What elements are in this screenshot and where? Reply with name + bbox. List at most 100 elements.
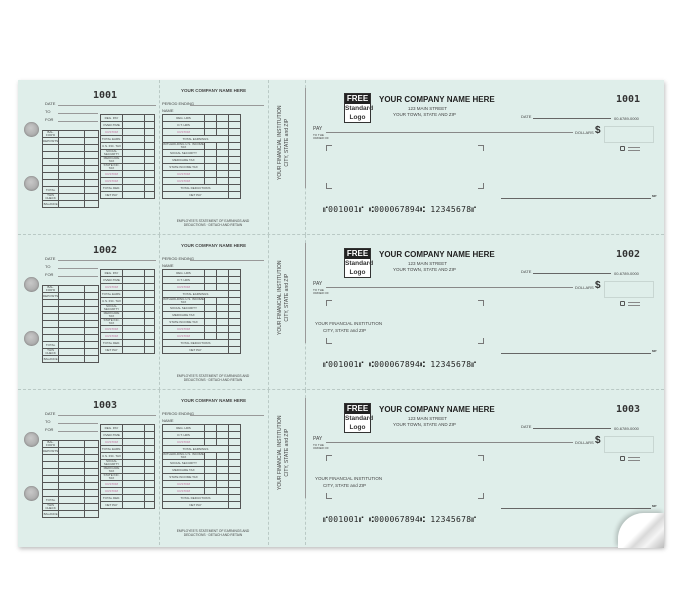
check-street: 123 MAIN STREET: [408, 416, 448, 421]
ledger-row: MEDICARE TAX: [100, 466, 155, 474]
ledger-row: CUSTOM: [100, 487, 155, 495]
earnings-cell: [216, 431, 229, 439]
stub-date-label: DATE: [45, 101, 56, 106]
balance-row: DEPOSITS: [41, 137, 100, 145]
to-order-label: TO THE ORDER OF: [313, 288, 329, 296]
address-window-bracket: [326, 183, 332, 189]
balance-cell: [58, 306, 86, 314]
ledger-label-text: TOTAL DED.: [102, 185, 121, 190]
balance-label: [41, 313, 60, 321]
address-window-bracket: [478, 338, 484, 344]
balance-cell: [84, 186, 100, 194]
earnings-cell: [228, 163, 241, 171]
balance-cell: [84, 503, 100, 511]
earnings-cell: [228, 424, 241, 432]
ledger-label-text: U.S. INC. TAX: [101, 298, 122, 303]
earnings-row: WITHHOLDING U.S. INCOME TAX: [162, 297, 241, 305]
earnings-label: REG. HRS: [162, 269, 205, 277]
balance-row: [41, 158, 100, 166]
stub-date-line: [58, 105, 156, 106]
stub-period-line: [190, 415, 264, 416]
ledger-cell: [144, 318, 155, 326]
balance-row: TOTAL: [41, 341, 100, 349]
page-curl: [618, 513, 664, 548]
balance-row: BAL. FOR'D: [41, 130, 100, 138]
stub-for-label: FOR: [45, 427, 54, 432]
earnings-cell: [228, 170, 241, 178]
bank-line1: YOUR FINANCIAL INSTITUTION: [277, 260, 283, 335]
earnings-label: MEDICARE TAX: [162, 311, 205, 319]
stub-to-line: [58, 113, 98, 114]
earnings-cell: [228, 149, 241, 157]
amount-box: [604, 126, 654, 143]
ledger-label-text: TOTAL DED.: [102, 495, 121, 500]
logo-standard: Standard: [345, 105, 374, 112]
earnings-cell: [216, 121, 229, 129]
earnings-cell: [216, 318, 229, 326]
check-number: 1003: [616, 404, 641, 415]
earnings-label: CUSTOM: [162, 438, 205, 446]
earnings-cell: [228, 283, 241, 291]
balance-cell: [84, 292, 100, 300]
ledger-row: REG. PAY: [100, 114, 155, 122]
balance-cell: [58, 355, 86, 363]
earnings-row: CUSTOM: [162, 177, 241, 185]
check-date-line: [533, 118, 611, 119]
earnings-cell: [216, 297, 229, 305]
balance-label-text: BAL. FOR'D: [46, 285, 56, 292]
balance-row: THIS CHECK: [41, 193, 100, 201]
balance-label: [41, 482, 60, 490]
ledger-cell: [122, 501, 145, 509]
ledger-cell: [122, 480, 145, 488]
ledger-row: TOTAL EARN.: [100, 135, 155, 143]
earnings-cell: [228, 332, 241, 340]
balance-cell: [84, 475, 100, 483]
ledger-label: CUSTOM: [100, 480, 123, 488]
perforation: [268, 235, 269, 390]
earnings-cell: [228, 452, 241, 460]
earnings-cell: [228, 135, 241, 143]
address-window-bracket: [478, 183, 484, 189]
ledger-label: TOTAL EARN.: [100, 445, 123, 453]
earnings-row: MEDICARE TAX: [162, 466, 241, 474]
earnings-row: NET PAY: [162, 501, 241, 509]
earnings-label: TOTAL EARNINGS: [162, 445, 229, 453]
ledger-label-text: CUSTOM: [105, 171, 118, 176]
check-date-label: DATE: [521, 424, 532, 429]
check-border: [305, 243, 306, 343]
ledger-cell: [122, 424, 145, 432]
earnings-cell: [228, 431, 241, 439]
balance-cell: [84, 496, 100, 504]
logo-logo: Logo: [349, 269, 366, 276]
earnings-cell: [204, 149, 217, 157]
earnings-label: TOTAL DEDUCTIONS: [162, 184, 229, 192]
ledger-cell: [122, 276, 145, 284]
check-city: YOUR TOWN, STATE AND ZIP: [393, 422, 456, 427]
balance-cell: [58, 503, 86, 511]
stub-period-line: [190, 105, 264, 106]
check-street: 123 MAIN STREET: [408, 261, 448, 266]
ledger-cell: [122, 318, 145, 326]
balance-cell: [84, 285, 100, 293]
earnings-label: WITHHOLDING U.S. INCOME TAX: [162, 452, 205, 460]
ledger-row: SOCIAL SECURITY: [100, 149, 155, 157]
balance-row: BALANCE: [41, 200, 100, 208]
ledger-cell: [122, 156, 145, 164]
balance-cell: [84, 461, 100, 469]
ledger-cell: [122, 121, 145, 129]
earnings-row: TOTAL DEDUCTIONS: [162, 494, 241, 502]
ledger-label: TOTAL DED.: [100, 339, 123, 347]
ledger-row: MEDICARE TAX: [100, 311, 155, 319]
earnings-cell: [228, 121, 241, 129]
ledger-label-text: STATE INC. TAX: [103, 163, 120, 170]
balance-cell: [58, 447, 86, 455]
stub-date-label: DATE: [45, 256, 56, 261]
ledger-row: TOTAL EARN.: [100, 445, 155, 453]
check-border: [305, 88, 306, 188]
earnings-label-text: CUSTOM: [177, 129, 190, 134]
address-window-bracket: [326, 300, 332, 306]
ledger-cell: [144, 121, 155, 129]
